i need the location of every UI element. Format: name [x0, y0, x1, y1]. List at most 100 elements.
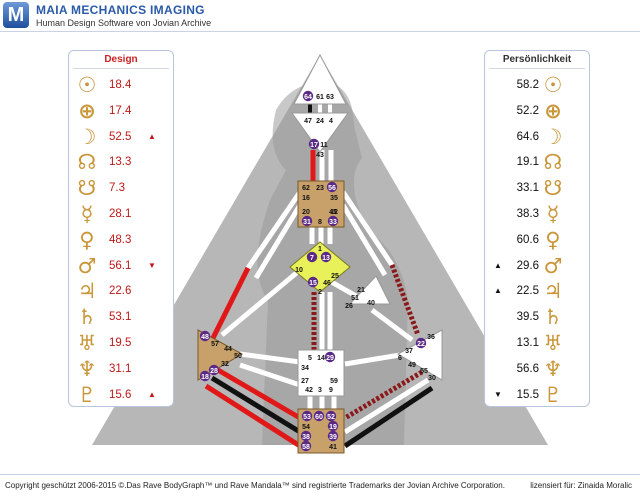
planet-row: ♂56.1▼: [69, 253, 173, 279]
planet-row: ☿38.3: [485, 201, 589, 227]
activated-gate-marker: [326, 181, 338, 193]
gate-number: 21: [357, 287, 365, 294]
gate-number: 37: [405, 348, 413, 355]
activated-gate-marker: [327, 215, 339, 227]
sun-icon: ☉: [77, 73, 97, 97]
gate-number: 52: [327, 414, 335, 421]
copyright-text: Copyright geschützt 2006-2015 ©.Das Rave…: [5, 481, 505, 490]
gate-number: 26: [345, 303, 353, 310]
activated-gate-marker: [302, 90, 314, 102]
gate-number: 60: [315, 414, 323, 421]
gate-number: 23: [316, 185, 324, 192]
activated-gate-marker: [300, 440, 312, 452]
activated-gate-marker: [415, 337, 427, 349]
activated-gate-marker: [306, 251, 318, 263]
gate-number: 59: [330, 378, 338, 385]
footer: Copyright geschützt 2006-2015 ©.Das Rave…: [0, 474, 640, 497]
gate-number: 33: [329, 219, 337, 226]
planet-row: ♅13.1: [485, 330, 589, 356]
gate-number: 49: [408, 362, 416, 369]
app-subtitle: Human Design Software von Jovian Archive: [36, 18, 212, 28]
uranus-icon: ♅: [543, 331, 563, 355]
gate-line-value: 31.1: [109, 362, 132, 375]
neptune-icon: ♆: [543, 356, 563, 381]
gate-line-value: 52.5: [109, 130, 132, 143]
gate-number: 48: [201, 334, 209, 341]
center-heart: [348, 275, 391, 305]
gate-line-value: 48.3: [109, 233, 132, 246]
planet-row: ♄39.5: [485, 304, 589, 330]
header: M MAIA MECHANICS IMAGING Human Design So…: [0, 0, 640, 32]
venus-icon: ♀: [545, 227, 561, 252]
detriment-arrow-icon: ▼: [494, 389, 502, 399]
gate-line-value: 52.2: [516, 104, 539, 117]
gate-line-value: 60.6: [516, 233, 539, 246]
gate-number: 45: [329, 209, 337, 216]
gate-number: 46: [323, 280, 331, 287]
planet-row: ♇15.5▼: [485, 382, 589, 408]
gate-number: 64: [304, 94, 312, 101]
gate-number: 31: [303, 219, 311, 226]
gate-line-value: 19.5: [109, 337, 132, 349]
gate-number: 7: [310, 255, 314, 262]
detriment-arrow-icon: ▼: [148, 260, 156, 270]
gate-number: 13: [322, 255, 330, 262]
pluto-icon: ♇: [77, 382, 97, 407]
exalted-arrow-icon: ▲: [148, 389, 156, 399]
gate-line-value: 17.4: [109, 104, 132, 117]
gate-number: 8: [318, 219, 322, 226]
planet-row: ♀ 48.3: [69, 227, 173, 253]
design-panel: Design ☉18.4⊕17.4☽52.5▲☊13.3☋7.3☿28.1♀48…: [68, 50, 174, 407]
planet-row: ☽ 64.6: [485, 124, 589, 150]
earth-icon: ⊕: [544, 98, 562, 123]
gate-number: 54: [302, 424, 310, 431]
gate-number: 50: [234, 353, 242, 360]
gate-number: 11: [320, 142, 328, 149]
gate-number: 1: [318, 246, 322, 253]
license-text: lizensiert für: Zinaida Moralic: [530, 481, 632, 490]
gate-line-value: 28.1: [109, 208, 132, 220]
planet-row: ♅ 19.5: [69, 330, 173, 356]
mercury-icon: ☿: [80, 202, 94, 226]
uranus-icon: ♅: [77, 331, 97, 355]
gate-number: 61: [316, 94, 324, 101]
gate-line-value: 29.6: [516, 259, 539, 272]
app-title: MAIA MECHANICS IMAGING: [36, 3, 205, 17]
design-panel-divider: [73, 68, 169, 69]
app-logo-icon: M: [3, 2, 29, 28]
gate-number: 62: [302, 185, 310, 192]
moon-icon: ☽: [543, 124, 563, 149]
earth-icon: ⊕: [78, 98, 96, 123]
venus-icon: ♀: [79, 227, 95, 252]
planet-row: ♇15.6▲: [69, 382, 173, 408]
gate-number: 32: [221, 361, 229, 368]
planet-row: ☽52.5▲: [69, 124, 173, 150]
personality-panel-divider: [489, 68, 585, 69]
gate-number: 19: [329, 424, 337, 431]
gate-line-value: 64.6: [516, 130, 539, 143]
gate-line-value: 58.2: [516, 79, 539, 91]
jupiter-icon: ♃: [77, 279, 97, 304]
planet-row: ☉ 58.2: [485, 72, 589, 98]
gate-number: 6: [398, 355, 402, 362]
gate-number: 56: [328, 185, 336, 192]
saturn-icon: ♄: [543, 305, 563, 330]
sun-icon: ☉: [543, 73, 563, 97]
gate-number: 28: [210, 368, 218, 375]
gate-number: 30: [428, 375, 436, 382]
gate-number: 55: [420, 368, 428, 375]
gate-line-value: 13.3: [109, 156, 132, 169]
gate-number: 36: [427, 334, 435, 341]
jupiter-icon: ♃: [543, 279, 563, 304]
personality-panel: Persönlichkeit ☉58.2⊕52.2☽64.6☊19.1☋33.1…: [484, 50, 590, 407]
planet-row: ♃22.5▲: [485, 278, 589, 304]
activated-gate-marker: [199, 370, 211, 382]
exalted-arrow-icon: ▲: [494, 260, 502, 270]
planet-row: ♆56.6: [485, 356, 589, 382]
gate-line-value: 33.1: [516, 182, 539, 195]
activated-gate-marker: [208, 364, 220, 376]
gate-number: 24: [316, 118, 324, 125]
planet-row: ☋7.3: [69, 175, 173, 201]
